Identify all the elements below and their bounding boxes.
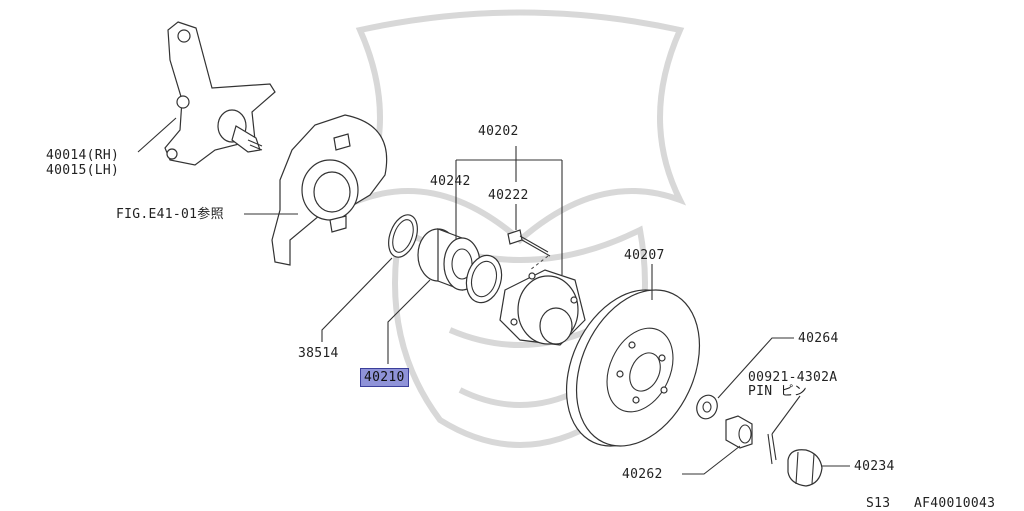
label-40202[interactable]: 40202 <box>478 124 519 139</box>
leader-38514 <box>321 257 393 342</box>
leader-40264 <box>717 337 794 399</box>
leader-40202 <box>455 146 563 275</box>
hub-bolt <box>507 229 551 271</box>
snap-ring <box>388 214 418 258</box>
leader-40262 <box>682 445 741 475</box>
leader-40014 <box>137 117 177 153</box>
label-40015[interactable]: 40015(LH) <box>46 163 120 178</box>
label-40242[interactable]: 40242 <box>430 174 471 189</box>
hub-snap-ring <box>465 254 503 304</box>
label-40264[interactable]: 40264 <box>798 331 839 346</box>
label-40262[interactable]: 40262 <box>622 467 663 482</box>
label-40207[interactable]: 40207 <box>624 248 665 263</box>
hub-cap <box>787 449 823 487</box>
washer <box>696 394 718 420</box>
label-pin[interactable]: PIN ピン <box>748 384 808 399</box>
label-38514[interactable]: 38514 <box>298 346 339 361</box>
footer-model: S13 <box>866 496 891 511</box>
dust-shield <box>271 114 388 266</box>
lock-nut <box>725 415 753 449</box>
label-40222[interactable]: 40222 <box>488 188 529 203</box>
leader-40210 <box>387 279 431 364</box>
label-00921[interactable]: 00921-4302A <box>748 370 838 385</box>
steering-knuckle <box>164 21 276 166</box>
leader-00921 <box>771 395 801 435</box>
brake-disc <box>565 289 701 447</box>
wheel-hub <box>499 269 586 346</box>
cotter-pin <box>767 433 777 465</box>
label-40234[interactable]: 40234 <box>854 459 895 474</box>
label-40210-highlighted[interactable]: 40210 <box>360 368 409 387</box>
footer-figure-code: AF40010043 <box>914 496 996 511</box>
label-40014[interactable]: 40014(RH) <box>46 148 120 163</box>
label-fig-ref[interactable]: FIG.E41-01参照 <box>116 207 224 222</box>
